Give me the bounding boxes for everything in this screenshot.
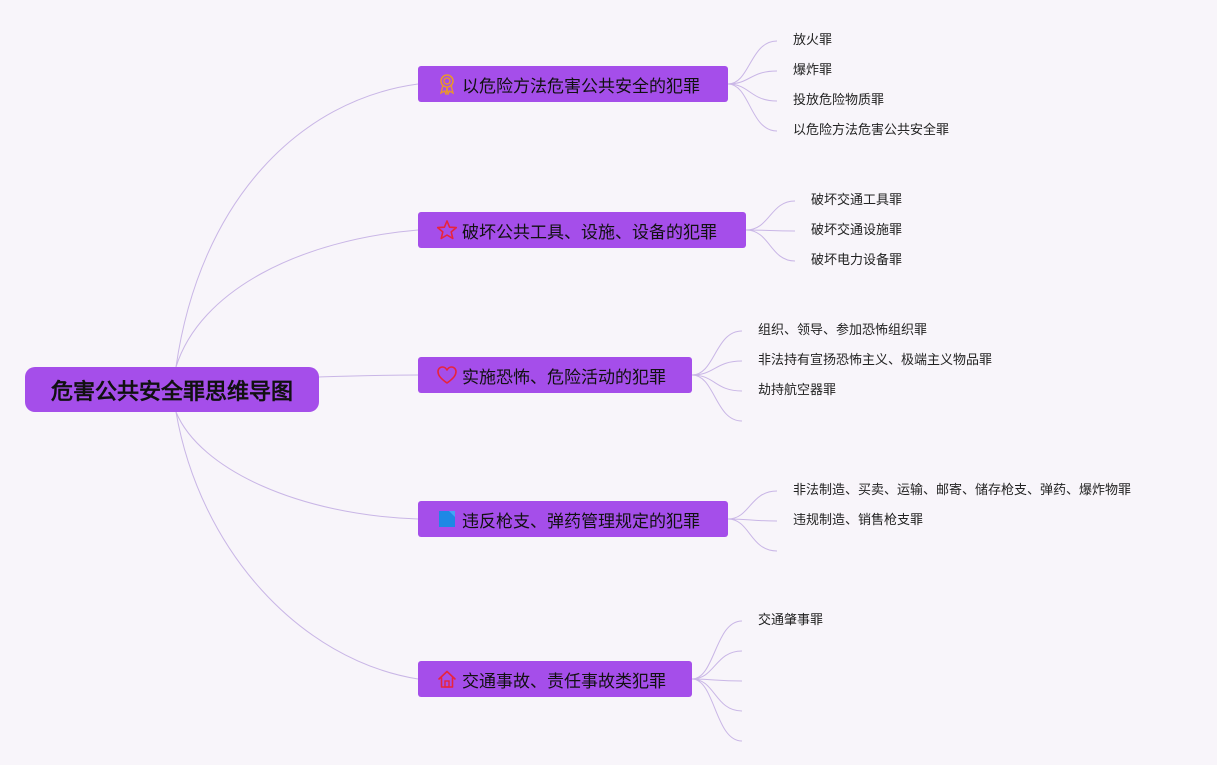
leaf-node[interactable]: 组织、领导、参加恐怖组织罪 (758, 323, 928, 338)
branch-label-3: 实施恐怖、危险活动的犯罪 (462, 367, 666, 388)
connector-b2-leaf-3 (745, 229, 796, 262)
connector-b5-leaf-5 (691, 678, 743, 742)
connector-root-branch-5 (175, 411, 419, 680)
leaf-node[interactable]: 破坏交通工具罪 (811, 193, 903, 208)
leaf-node[interactable]: 破坏电力设备罪 (811, 253, 903, 268)
heart-icon (436, 364, 458, 386)
connector-b5-leaf-2 (691, 650, 743, 680)
connector-b3-leaf-1 (691, 330, 743, 376)
connector-root-branch-4 (175, 411, 419, 520)
connector-b4-leaf-3 (727, 518, 778, 552)
leaf-node[interactable]: 破坏交通设施罪 (811, 223, 903, 238)
leaf-node[interactable]: 交通肇事罪 (758, 613, 824, 628)
flag-square-icon (436, 508, 458, 530)
branch-node-5[interactable]: 交通事故、责任事故类犯罪 (418, 661, 692, 697)
leaf-node[interactable]: 违规制造、销售枪支罪 (793, 513, 924, 528)
branch-node-3[interactable]: 实施恐怖、危险活动的犯罪 (418, 357, 692, 393)
leaf-node[interactable]: 非法持有宣扬恐怖主义、极端主义物品罪 (758, 353, 993, 368)
branch-label-2: 破坏公共工具、设施、设备的犯罪 (462, 222, 717, 243)
connector-b4-leaf-1 (727, 490, 778, 520)
branch-label-5: 交通事故、责任事故类犯罪 (462, 671, 666, 692)
connector-b3-leaf-2 (691, 360, 743, 376)
connector-b1-leaf-1 (727, 40, 778, 85)
leaf-node[interactable]: 投放危险物质罪 (793, 93, 885, 108)
leaf-node[interactable]: 爆炸罪 (793, 63, 833, 78)
connector-b3-leaf-4 (691, 374, 743, 422)
leaf-node[interactable]: 放火罪 (793, 33, 833, 48)
connector-b3-leaf-3 (691, 374, 743, 392)
connector-b5-leaf-3 (691, 678, 743, 682)
branch-node-2[interactable]: 破坏公共工具、设施、设备的犯罪 (418, 212, 746, 248)
branch-node-4[interactable]: 违反枪支、弹药管理规定的犯罪 (418, 501, 728, 537)
award-ribbon-icon (436, 73, 458, 95)
branch-label-1: 以危险方法危害公共安全的犯罪 (462, 76, 700, 97)
branch-label-4: 违反枪支、弹药管理规定的犯罪 (462, 511, 700, 532)
connector-b1-leaf-2 (727, 70, 778, 85)
branch-node-1[interactable]: 以危险方法危害公共安全的犯罪 (418, 66, 728, 102)
leaf-node[interactable]: 以危险方法危害公共安全罪 (793, 123, 950, 138)
root-node[interactable]: 危害公共安全罪思维导图 (25, 367, 319, 412)
home-icon (436, 668, 458, 690)
connector-root-branch-3 (318, 374, 419, 378)
connector-b5-leaf-1 (691, 620, 743, 680)
leaf-node[interactable]: 非法制造、买卖、运输、邮寄、储存枪支、弹药、爆炸物罪 (793, 483, 1132, 498)
leaf-node[interactable]: 劫持航空器罪 (758, 383, 837, 398)
connector-b4-leaf-2 (727, 518, 778, 522)
star-icon (436, 219, 458, 241)
connector-b2-leaf-2 (745, 229, 796, 232)
connector-b2-leaf-1 (745, 200, 796, 231)
root-node-label: 危害公共安全罪思维导图 (50, 379, 293, 405)
connector-b5-leaf-4 (691, 678, 743, 712)
connector-b1-leaf-4 (727, 83, 778, 132)
connector-root-branch-1 (175, 83, 419, 368)
connector-b1-leaf-3 (727, 83, 778, 102)
connector-root-branch-2 (175, 229, 419, 368)
